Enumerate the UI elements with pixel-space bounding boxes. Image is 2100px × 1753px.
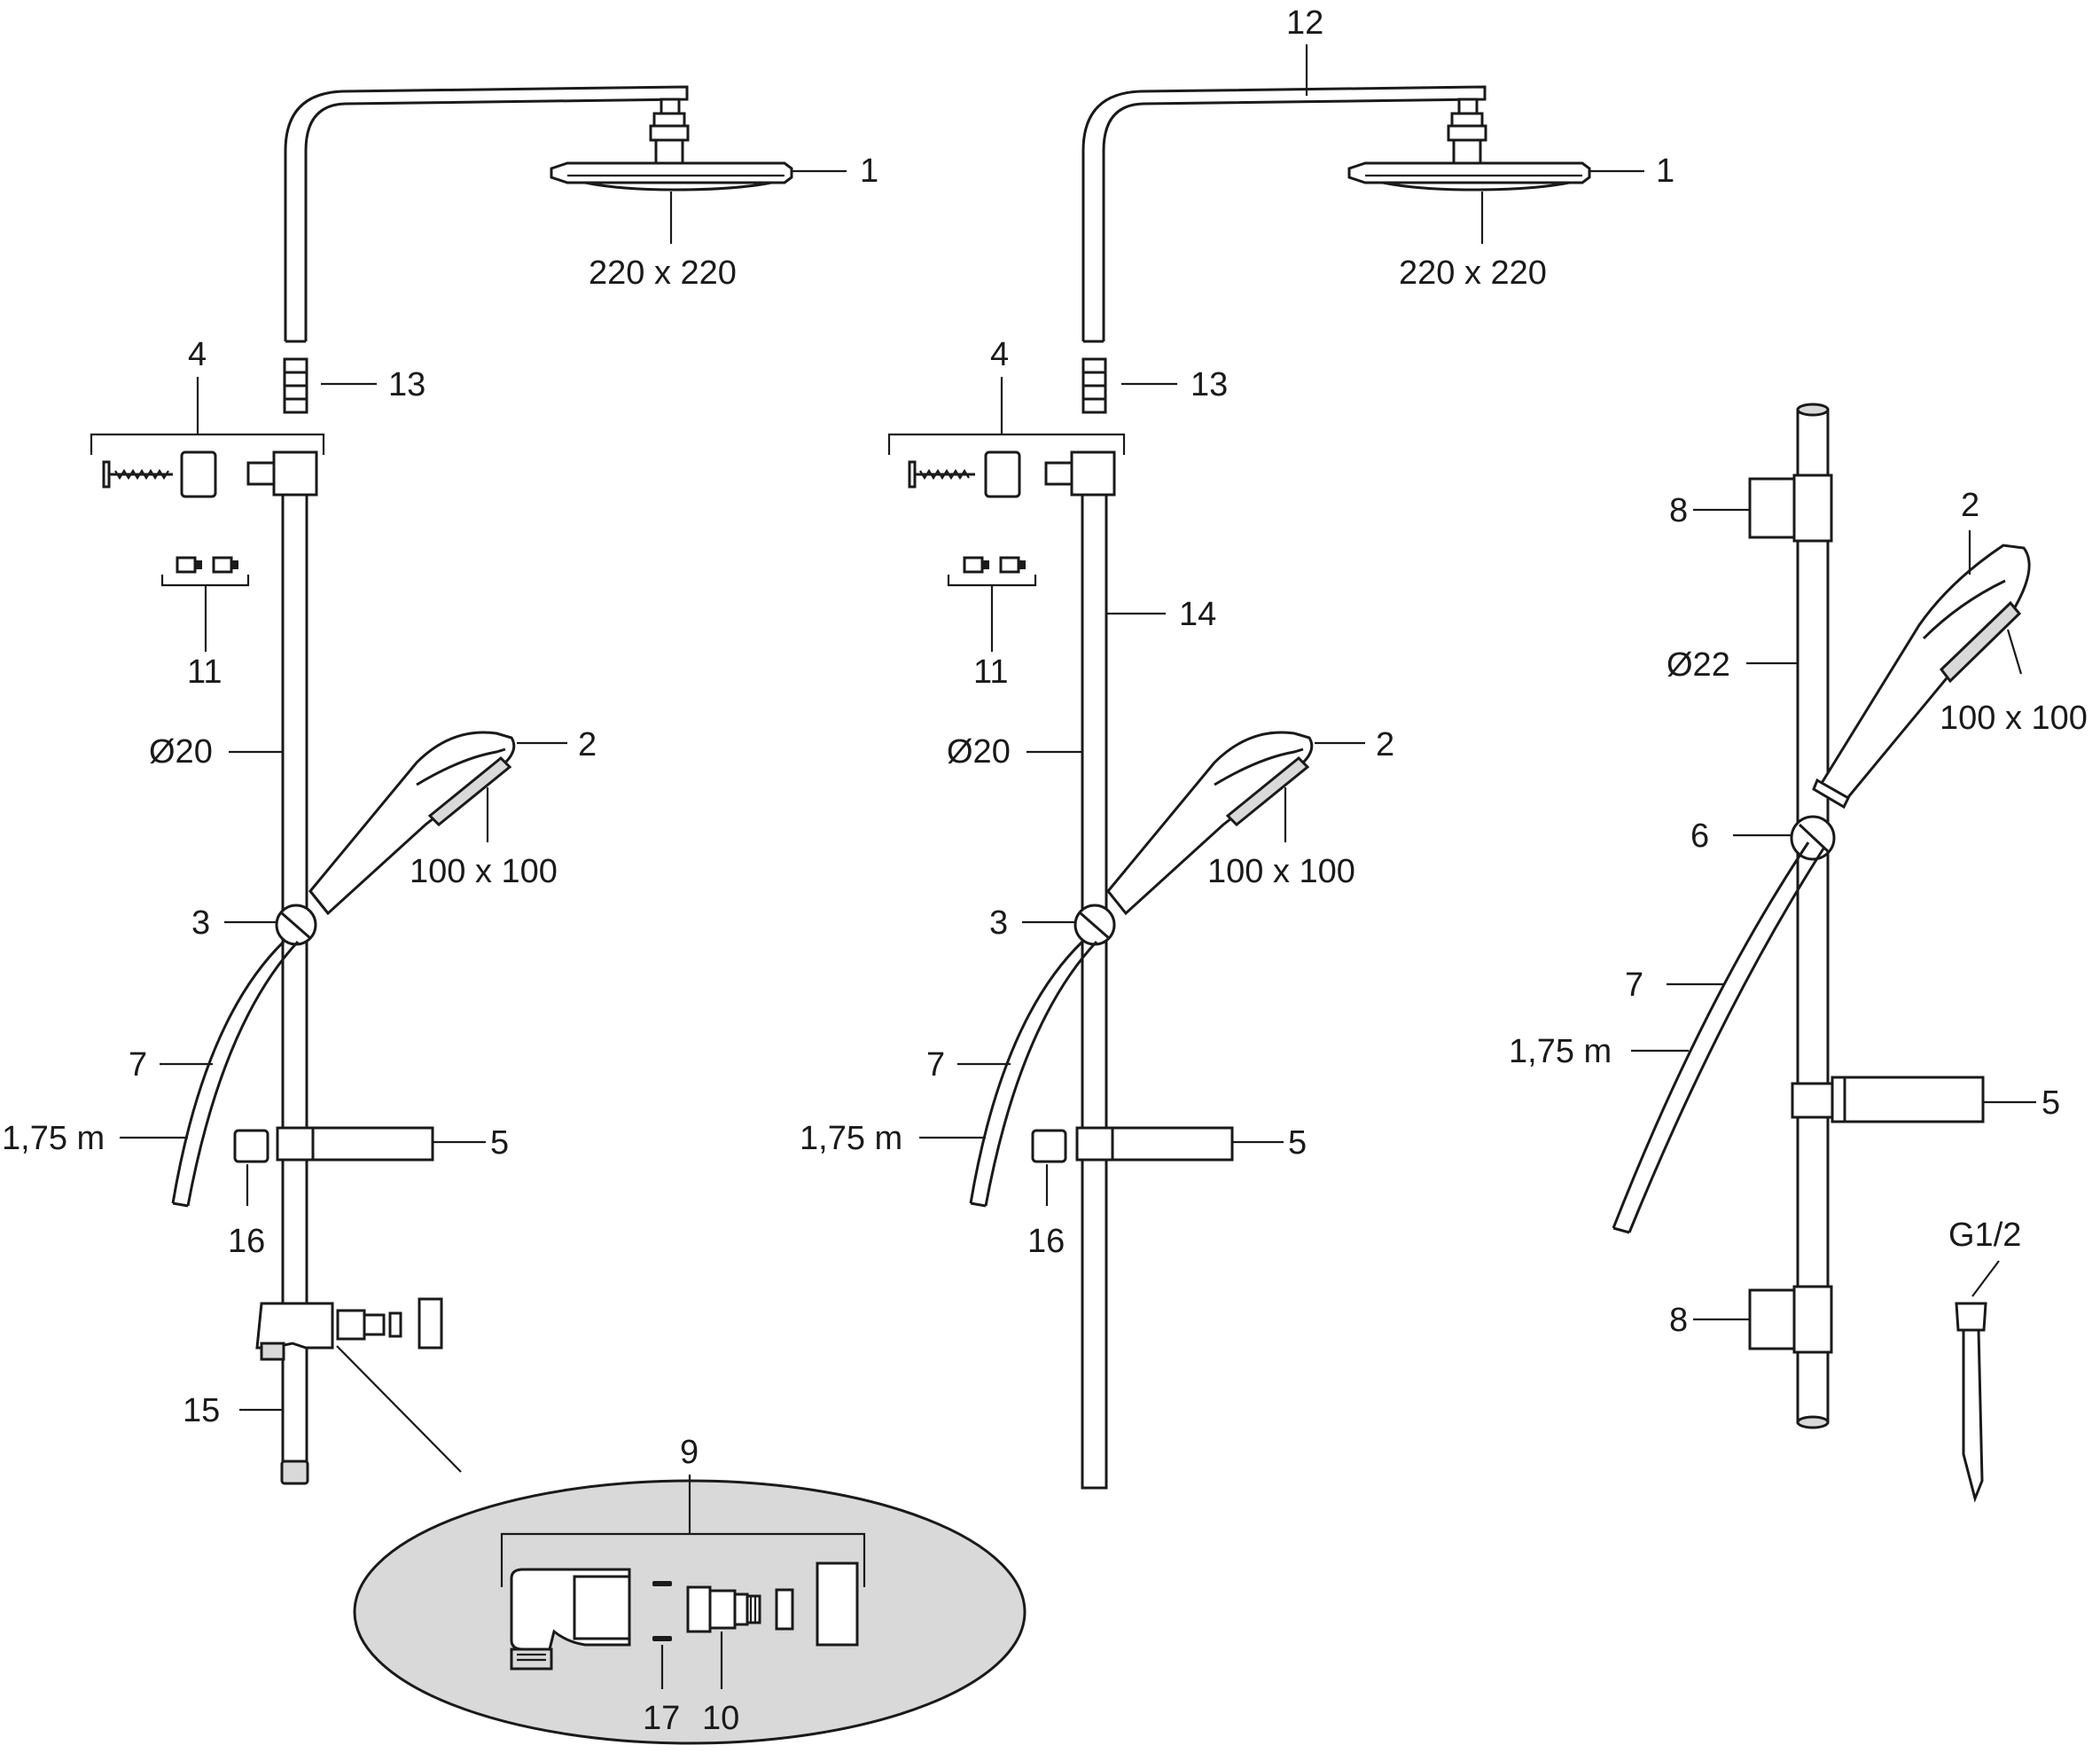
left-connector-13 — [283, 357, 308, 414]
middle-label-1: 1 — [1656, 153, 1675, 190]
middle-shelf-5 — [1075, 1126, 1234, 1162]
detail-cover-cap — [816, 1561, 859, 1647]
left-wall-bracket-cover — [180, 450, 217, 498]
left-label-1: 1 — [860, 153, 878, 190]
middle-label-12: 12 — [1286, 4, 1323, 42]
left-hand-size: 100 x 100 — [410, 853, 558, 890]
left-overhead-arm — [284, 85, 689, 341]
middle-label-3: 3 — [989, 904, 1008, 942]
middle-label-4: 4 — [990, 336, 1009, 373]
middle-hose — [969, 940, 1084, 1204]
middle-cap-16 — [1031, 1129, 1067, 1163]
middle-wall-screw — [908, 460, 975, 489]
left-label-5: 5 — [490, 1124, 509, 1162]
left-head-size: 220 x 220 — [589, 254, 737, 292]
left-wall-bracket — [246, 450, 318, 497]
right-hose-connector — [1955, 1302, 1987, 1503]
detail-label-9: 9 — [680, 1434, 699, 1471]
left-hand-shower — [308, 731, 516, 916]
middle-label-7: 7 — [926, 1046, 945, 1084]
right-label-5: 5 — [2041, 1084, 2060, 1122]
detail-label-17: 17 — [643, 1700, 680, 1737]
right-hose — [1612, 841, 1810, 1229]
left-shower-set: 1 220 x 220 13 4 — [2, 85, 878, 1485]
left-label-2: 2 — [578, 726, 597, 763]
right-pipe-diameter: Ø22 — [1667, 646, 1730, 684]
middle-wall-bracket — [1044, 450, 1116, 497]
right-label-6: 6 — [1690, 818, 1709, 855]
right-rail-bracket-top — [1748, 473, 1833, 543]
left-label-13: 13 — [388, 366, 425, 403]
right-label-8-top: 8 — [1669, 492, 1688, 529]
left-diverter-mount — [255, 1297, 443, 1361]
right-label-8-bottom: 8 — [1669, 1302, 1688, 1339]
detail-label-10: 10 — [702, 1700, 739, 1737]
middle-hose-length: 1,75 m — [800, 1120, 902, 1157]
detail-seal-top — [652, 1581, 672, 1586]
middle-hand-size: 100 x 100 — [1207, 853, 1355, 890]
left-shelf-5 — [276, 1126, 434, 1162]
left-head-shower — [550, 161, 793, 192]
right-shower-rail-set: 8 Ø22 2 100 x 100 6 7 1,75 m 5 — [1509, 403, 2088, 1503]
right-label-7: 7 — [1625, 966, 1643, 1004]
middle-pipe-diameter: Ø20 — [947, 733, 1011, 771]
left-label-3: 3 — [191, 904, 210, 942]
middle-label-14: 14 — [1179, 596, 1216, 633]
detail-diverter-body — [510, 1568, 631, 1671]
right-rail-bracket-bottom — [1748, 1285, 1833, 1354]
middle-hand-shower — [1106, 731, 1314, 916]
right-label-2: 2 — [1961, 487, 1979, 524]
middle-riser-pipe — [1081, 493, 1108, 1490]
middle-wall-bracket-cover — [984, 450, 1021, 498]
left-label-11: 11 — [187, 653, 222, 691]
left-wall-screw — [102, 460, 173, 489]
middle-head-size: 220 x 220 — [1399, 254, 1547, 292]
right-hand-shower — [1812, 544, 2031, 810]
detail-cartridge — [686, 1585, 761, 1633]
left-cap-16 — [233, 1129, 269, 1163]
left-label-7: 7 — [129, 1046, 147, 1084]
left-pipe-diameter: Ø20 — [149, 733, 213, 771]
left-small-parts-11 — [176, 556, 238, 574]
middle-label-5: 5 — [1288, 1124, 1307, 1162]
left-label-15: 15 — [183, 1392, 220, 1429]
middle-shower-set: 12 1 220 x 220 13 4 — [800, 4, 1675, 1490]
right-slide-rail — [1796, 408, 1830, 1424]
middle-connector-13 — [1081, 357, 1107, 414]
middle-label-2: 2 — [1376, 726, 1394, 763]
detail-seal-bottom — [652, 1636, 672, 1641]
middle-overhead-arm — [1081, 85, 1487, 341]
diverter-detail-view: 9 17 10 — [353, 1434, 1027, 1745]
right-hand-size: 100 x 100 — [1940, 700, 2088, 737]
right-shelf-5 — [1791, 1076, 1985, 1123]
middle-label-11: 11 — [973, 653, 1008, 691]
middle-head-joint — [1447, 98, 1487, 167]
right-thread-size: G1/2 — [1948, 1217, 2021, 1254]
detail-spacer — [775, 1588, 794, 1631]
middle-label-13: 13 — [1191, 366, 1228, 403]
left-label-16: 16 — [228, 1223, 265, 1260]
middle-head-shower — [1347, 161, 1591, 192]
right-hose-length: 1,75 m — [1509, 1033, 1612, 1070]
middle-label-16: 16 — [1027, 1223, 1065, 1260]
left-head-joint — [649, 98, 690, 167]
left-hose-length: 1,75 m — [2, 1120, 105, 1157]
middle-small-parts-11 — [963, 556, 1026, 574]
left-hose — [171, 940, 285, 1204]
left-label-4: 4 — [188, 336, 207, 373]
